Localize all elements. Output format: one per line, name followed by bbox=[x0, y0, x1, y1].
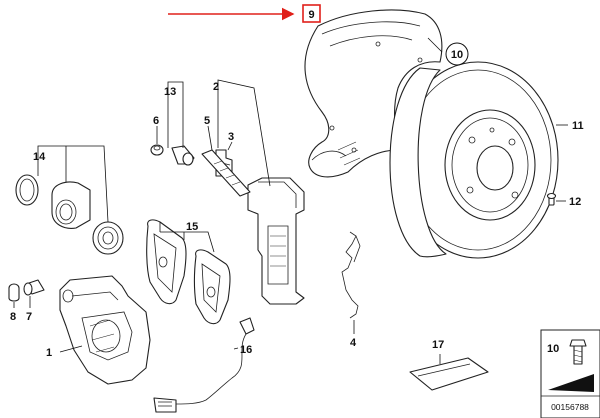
bleed-nipple-cap bbox=[150, 144, 164, 156]
brake-disc bbox=[389, 61, 559, 259]
label-9: 9 bbox=[308, 9, 314, 21]
spring-clip bbox=[341, 231, 361, 319]
caliper-carrier bbox=[247, 177, 305, 305]
label-17: 17 bbox=[432, 339, 444, 351]
hex-bolt-icon bbox=[569, 339, 587, 365]
label-8: 8 bbox=[10, 311, 16, 323]
label-10: 10 bbox=[451, 49, 463, 61]
guide-pin bbox=[201, 149, 251, 197]
label-4: 4 bbox=[350, 337, 357, 349]
leader-lines bbox=[13, 37, 568, 364]
label-12: 12 bbox=[569, 196, 581, 208]
bleeder-screw bbox=[23, 279, 45, 296]
brake-pad-inner bbox=[146, 219, 187, 305]
inset-label-10: 10 bbox=[547, 343, 559, 355]
label-10-circle bbox=[445, 42, 469, 66]
label-7: 7 bbox=[26, 311, 32, 323]
label-16: 16 bbox=[240, 344, 252, 356]
label-2: 2 bbox=[213, 81, 219, 93]
brake-pad-outer bbox=[193, 249, 231, 325]
label-15: 15 bbox=[186, 221, 198, 233]
guide-sleeve bbox=[171, 145, 195, 166]
label-6: 6 bbox=[153, 115, 159, 127]
grease-packet bbox=[409, 357, 489, 391]
seal-ring bbox=[15, 174, 39, 206]
label-3: 3 bbox=[228, 131, 234, 143]
black-wedge-arrow bbox=[548, 374, 594, 392]
label-14: 14 bbox=[33, 151, 46, 163]
label-13: 13 bbox=[164, 86, 176, 98]
label-5: 5 bbox=[204, 115, 210, 127]
dust-shield bbox=[304, 9, 443, 178]
dust-boot bbox=[92, 221, 124, 255]
label-11: 11 bbox=[572, 120, 584, 132]
highlight-box bbox=[302, 4, 321, 23]
wear-sensor bbox=[153, 317, 255, 413]
dust-cap bbox=[8, 283, 20, 302]
caliper-housing bbox=[59, 275, 151, 385]
label-1: 1 bbox=[46, 347, 52, 359]
inset-box: 10 00156788 bbox=[540, 329, 600, 418]
disc-screw bbox=[546, 192, 557, 206]
part-labels: 9 10 11 12 2 13 5 6 3 14 15 8 7 1 4 16 1… bbox=[10, 4, 584, 359]
piston bbox=[51, 181, 91, 229]
diagram-number: 00156788 bbox=[551, 402, 589, 412]
